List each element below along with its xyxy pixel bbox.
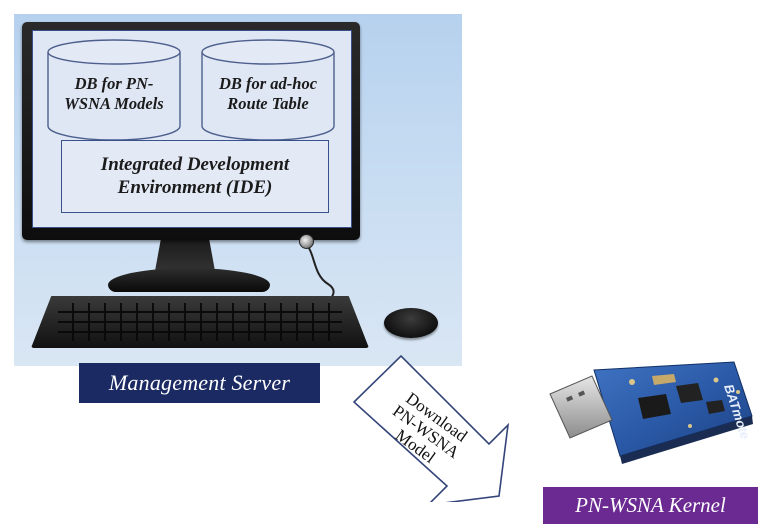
- management-server-caption: Management Server: [79, 363, 320, 403]
- db-pn-wsna-models: DB for PN- WSNA Models: [46, 38, 182, 142]
- keyboard: [31, 296, 369, 348]
- management-server-caption-text: Management Server: [108, 370, 291, 395]
- db-ad-hoc-route-table: DB for ad-hoc Route Table: [200, 38, 336, 142]
- power-button-icon: [299, 234, 314, 249]
- download-arrow-shape: [352, 354, 510, 502]
- mouse-icon: [384, 308, 438, 338]
- monitor-stand-base: [108, 268, 270, 292]
- keyboard-keys: [58, 303, 342, 341]
- db-ad-hoc-route-table-label: DB for ad-hoc Route Table: [218, 74, 318, 113]
- db-pn-wsna-models-label: DB for PN- WSNA Models: [64, 74, 164, 113]
- pn-wsna-kernel-caption: PN-WSNA Kernel: [543, 487, 758, 524]
- ide-label: Integrated Development Environment (IDE): [100, 154, 290, 198]
- batmote-board: BATmote: [549, 361, 753, 464]
- ide-box: Integrated Development Environment (IDE): [61, 140, 329, 213]
- pn-wsna-kernel-caption-text: PN-WSNA Kernel: [575, 493, 726, 517]
